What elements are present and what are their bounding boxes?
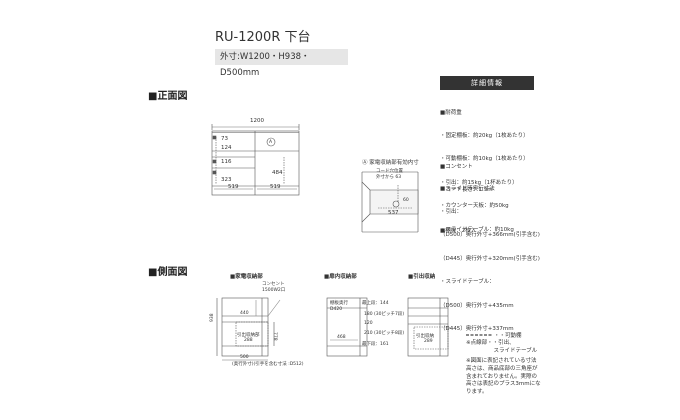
- side-appliance-drawing: [216, 297, 281, 361]
- cabinet-mid-a-note: (30ピッチ7段): [374, 312, 405, 317]
- appliance-inner-height: 778: [272, 332, 277, 341]
- spec-slide-line: （D500）奥行外寸+366mm(引手含む): [440, 232, 540, 239]
- drawer-slide-label: 引出収納: [416, 334, 434, 339]
- front-dim-73: 73: [221, 136, 228, 142]
- front-bottom-right: 519: [270, 184, 281, 190]
- spec-slide-block: ■スライド時奥行寸法 ・引出： （D500）奥行外寸+366mm(引手含む) （…: [440, 170, 540, 342]
- detail-a-drawing: [361, 171, 419, 233]
- cabinet-mid-c: 210 (30ピッチ8段): [364, 330, 404, 336]
- spec-outlet-block: ■コンセント ・コード長さ：1.9m: [440, 148, 493, 203]
- spec-load-title: ■耐荷重: [440, 109, 462, 116]
- cabinet-inner-label: 棚板奥行 D420: [330, 301, 348, 312]
- spec-slide-title: ■スライド時奥行寸法: [440, 185, 495, 192]
- front-bottom-left: 519: [228, 184, 239, 190]
- cabinet-top-dim: 最上段：144: [362, 301, 389, 306]
- legend-dotted: ※点線部・・引出、 スライドテーブル: [466, 340, 538, 354]
- front-view-label: ■正面図: [148, 91, 188, 102]
- front-dim-323: 323: [221, 177, 232, 183]
- appliance-bottom: 500: [240, 355, 249, 360]
- detail-a-dim-60: 60: [403, 198, 409, 203]
- spec-outlet-line: ・コード長さ：1.9m: [440, 186, 493, 193]
- detail-a-dim-537: 537: [388, 210, 399, 216]
- appliance-label: ■家電収納部: [230, 274, 263, 280]
- drawer-slide-value: 289: [424, 339, 433, 344]
- cabinet-bottom-dim: 最下段：161: [362, 342, 389, 347]
- spec-shelf: ■棚板：2枚入: [440, 228, 477, 234]
- appliance-slide-value: 288: [244, 338, 253, 343]
- spec-load-block: ■耐荷重 ・固定棚板：約20kg（1枚あたり） ・可動棚板：約10kg（1枚あた…: [440, 94, 529, 242]
- cabinet-mid-b: 120: [364, 321, 373, 326]
- spec-load-line: ・引出：約15kg（1杯あたり）: [440, 179, 518, 186]
- cabinet-mid-a-value: 180: [364, 312, 373, 317]
- legend-movable: ・・可動棚: [494, 333, 522, 339]
- appliance-footnote: (奥行外寸)(引手を含む寸法 :D512): [232, 362, 304, 367]
- front-dim-484: 484: [272, 170, 283, 176]
- product-title: RU-1200R 下台: [215, 30, 311, 45]
- side-cabinet-drawing: [326, 297, 368, 357]
- spec-slide-line: （D500）奥行外寸+435mm: [440, 302, 514, 309]
- cabinet-mid-c-note: (30ピッチ8段): [374, 331, 405, 336]
- spec-load-line: ・スライドテーブル：約10kg: [440, 226, 514, 233]
- legend-note: ※図面に表記されている寸法 高さは、商品底部の三角座が 含まれておりません。実際…: [466, 358, 541, 396]
- front-dim-116: 116: [221, 159, 232, 165]
- drawer-label: ■引出収納: [408, 274, 436, 280]
- cabinet-mid-a: 180 (30ピッチ7段): [364, 311, 404, 317]
- appliance-slide-label: 引出収納部: [237, 333, 260, 338]
- front-view-drawing: [211, 124, 300, 196]
- spec-load-line: ・可動棚板：約10kg（1枚あたり）: [440, 156, 529, 163]
- cabinet-inner-depth: 468: [337, 335, 346, 340]
- appliance-outlet-note: コンセント 1500W2口: [262, 282, 286, 293]
- front-dim-124: 124: [221, 145, 232, 151]
- front-width-dim: 1200: [250, 118, 264, 124]
- spec-slide-line: （D445）奥行外寸+337mm: [440, 325, 514, 332]
- spec-slide-line: ・スライドテーブル：: [440, 279, 495, 286]
- spec-header: 詳細情報: [440, 76, 534, 90]
- spec-outlet-title: ■コンセント: [440, 163, 473, 170]
- spec-slide-line: ・引出：: [440, 208, 463, 215]
- spec-load-line: ・固定棚板：約20kg（1枚あたり）: [440, 132, 529, 139]
- detail-a-outlet: コード穴位置 外寸から 63: [376, 169, 403, 180]
- outer-dimensions: 外寸:W1200・H938・D500mm: [215, 49, 348, 78]
- side-drawer-drawing: [407, 297, 449, 357]
- appliance-height: 938: [210, 313, 215, 322]
- side-view-label: ■側面図: [148, 267, 188, 278]
- appliance-depth-inner: 440: [240, 311, 249, 316]
- spec-slide-line: （D445）奥行外寸+320mm(引手含む): [440, 255, 540, 262]
- front-marker-a: A: [269, 140, 273, 145]
- cabinet-mid-c-value: 210: [364, 331, 373, 336]
- detail-a-caption: Ⓐ 家電収納部有効内寸: [362, 160, 419, 166]
- cabinet-label: ■扉内収納部: [324, 274, 357, 280]
- spec-load-line: ・カウンター天板：約50kg: [440, 203, 509, 210]
